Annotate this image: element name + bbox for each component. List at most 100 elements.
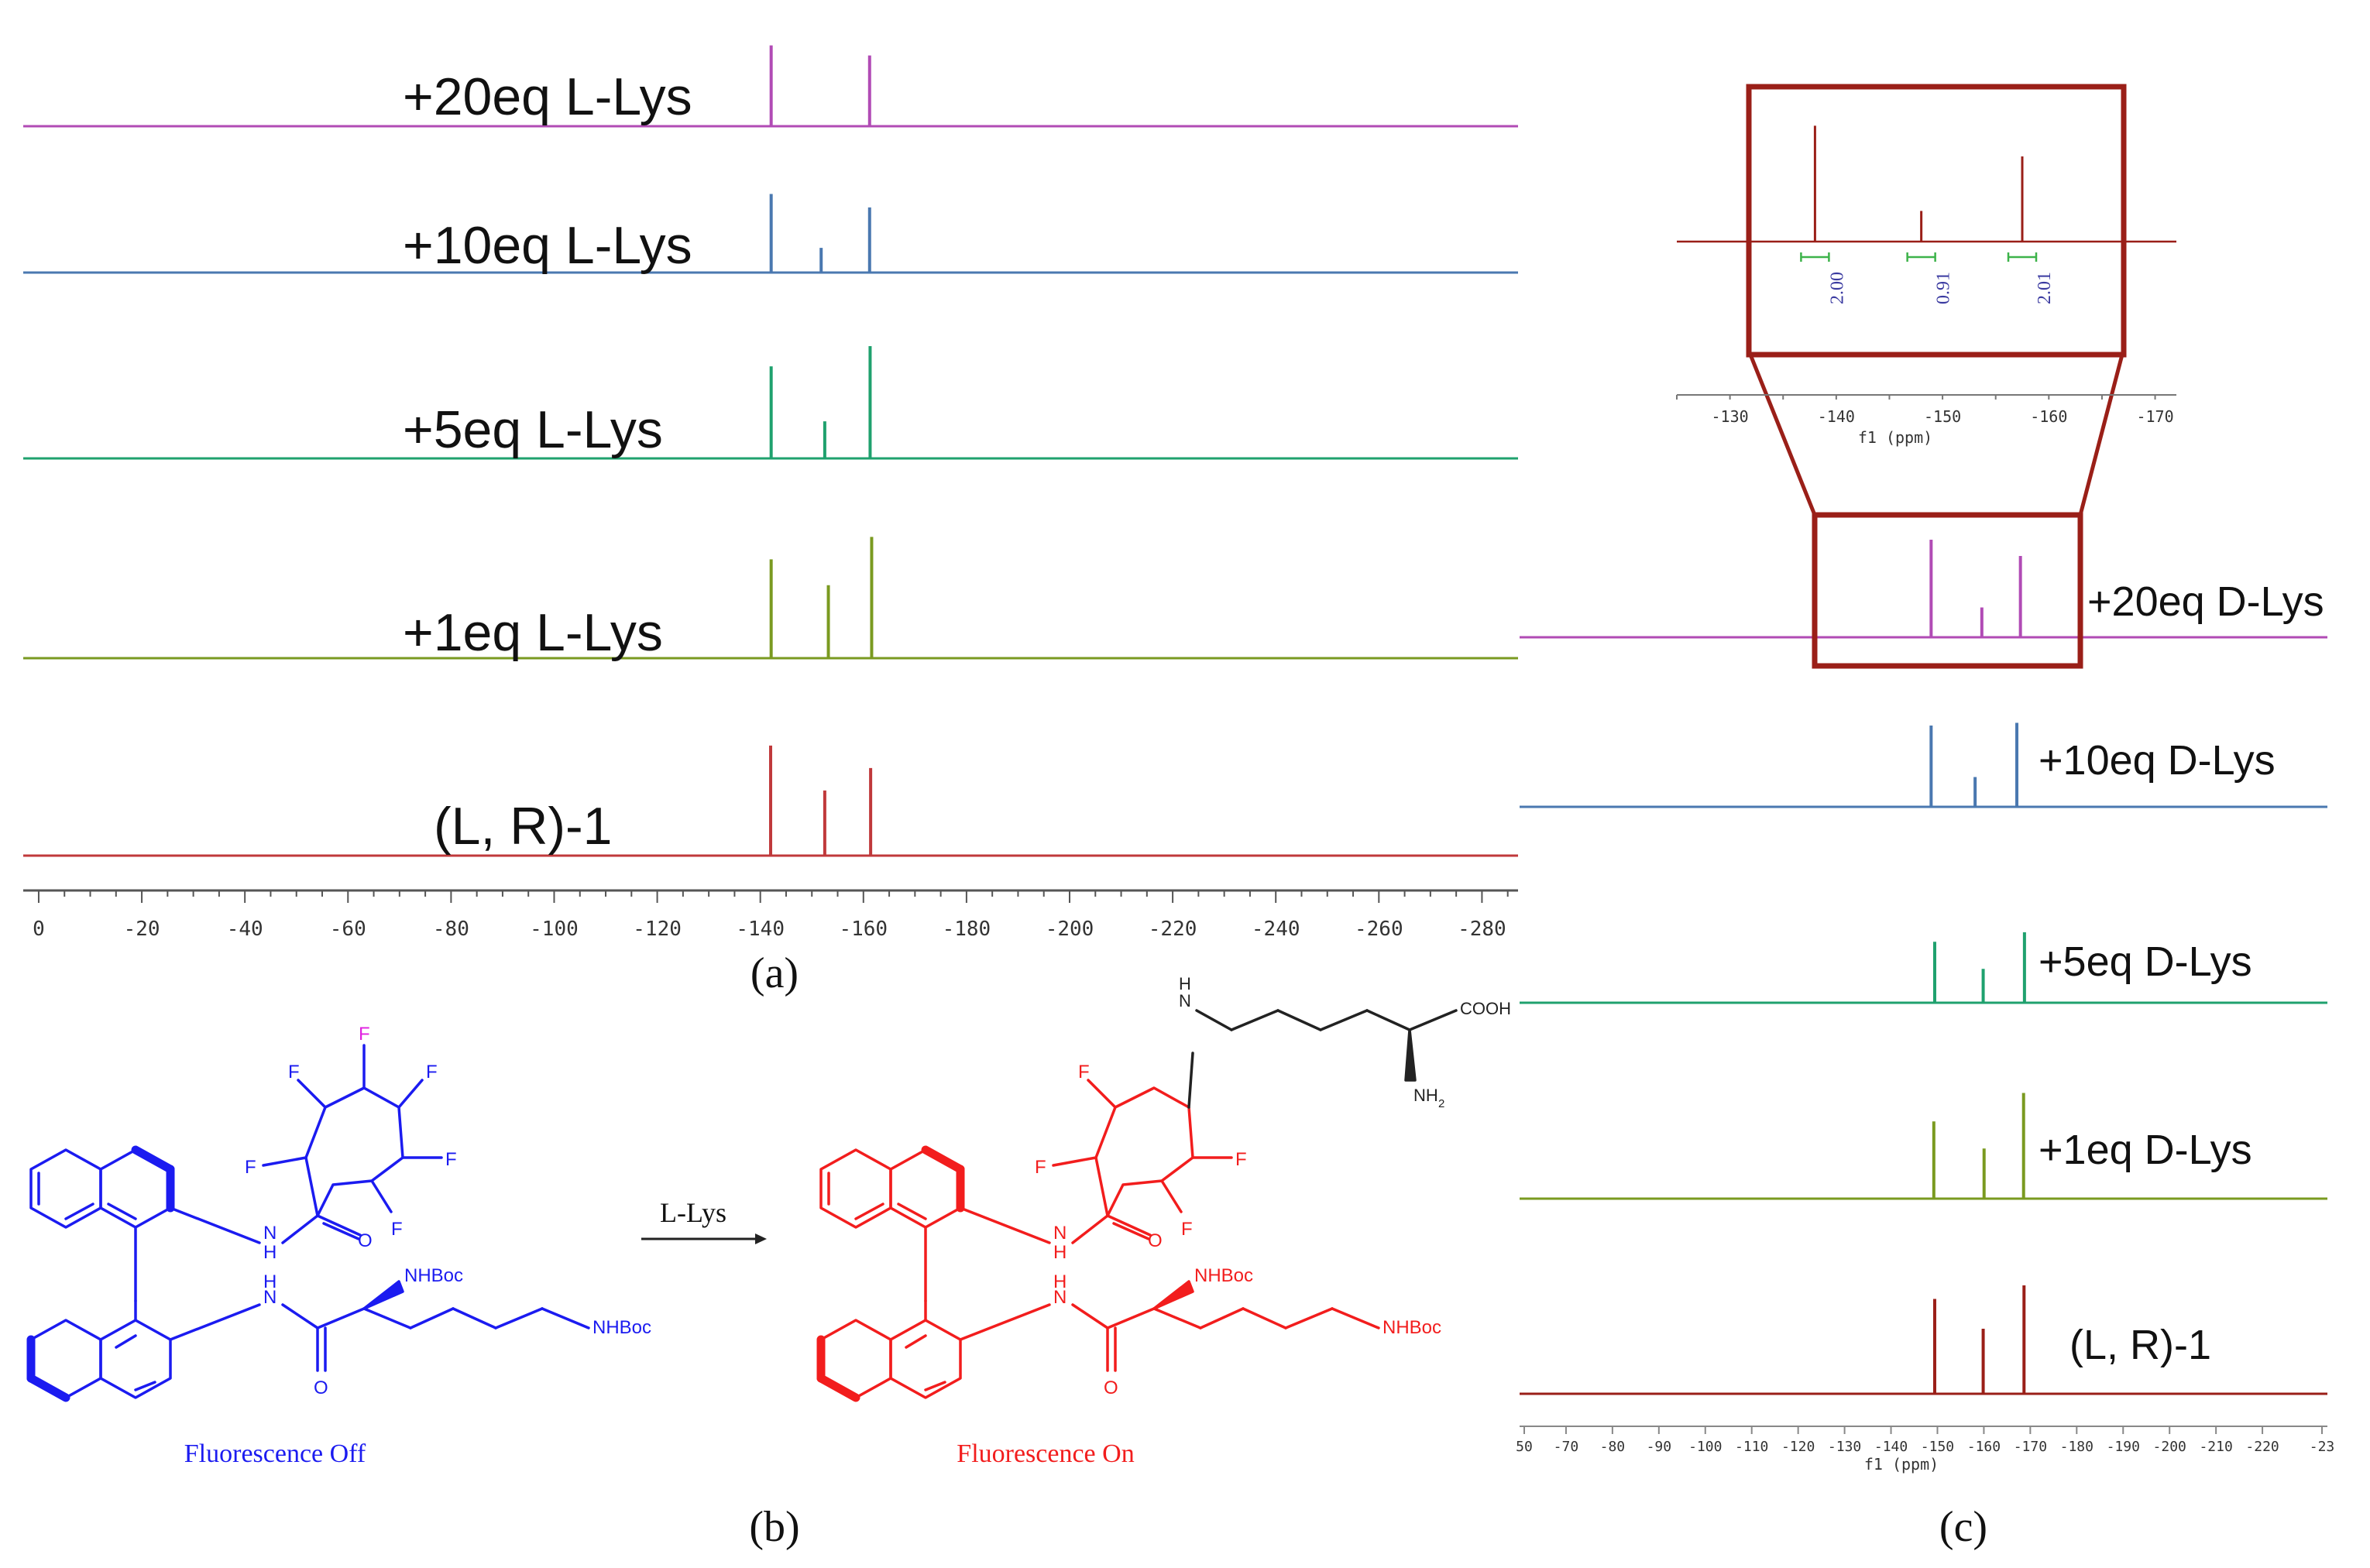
c-x-ticks: 50-70-80-90-100-110-120-130-140-150-160-…: [1516, 1426, 2334, 1455]
c-tick-label-10: -160: [1967, 1439, 2001, 1455]
c-tick-label-9: -150: [1921, 1439, 1954, 1455]
atom-l-n: N: [1179, 991, 1191, 1010]
inset-integral-value-0: 2.00: [1827, 272, 1847, 304]
a-tick-label-1: -20: [124, 918, 160, 941]
c-tick-label-0: 50: [1516, 1439, 1533, 1455]
c-series-label-5eq: +5eq D-Lys: [2039, 938, 2252, 985]
inset-integral-bracket-2: [2007, 252, 2038, 262]
inset-tick-label-1: -140: [1818, 407, 1855, 426]
panel-b-scheme: F F F F F F N H O N H O NHBoc NHBoc Fluo…: [26, 974, 1511, 1551]
inset-integral-value-2: 2.01: [2035, 272, 2055, 304]
molecule-fluorescence-off: [26, 1044, 590, 1402]
atom-f-1: F: [288, 1062, 300, 1083]
zoom-connector-right: [2078, 354, 2124, 516]
inset-tick-label-0: -130: [1712, 407, 1749, 426]
atom-f-6: F: [391, 1219, 403, 1240]
panel-label-b: (b): [749, 1503, 799, 1551]
a-tick-label-10: -200: [1046, 918, 1094, 941]
a-tick-label-3: -60: [330, 918, 366, 941]
inset-integral-bracket-0: [1800, 252, 1830, 262]
atom-h-1: H: [263, 1242, 276, 1263]
molecule-left-atoms: F F F F F F N H O N H O NHBoc NHBoc: [245, 1024, 651, 1398]
c-tick-label-17: -23: [2310, 1439, 2335, 1455]
a-series-label-20eq: +20eq L-Lys: [403, 67, 692, 126]
zoom-connector-left: [1748, 354, 1817, 516]
c-tick-label-8: -140: [1874, 1439, 1908, 1455]
atom-f-5: F: [245, 1157, 256, 1178]
atom-r-f-2: F: [1235, 1149, 1247, 1170]
atom-nhboc-2: NHBoc: [592, 1317, 651, 1338]
atom-r-o-2: O: [1104, 1378, 1118, 1398]
a-tick-label-12: -240: [1252, 918, 1300, 941]
atom-r-n-1: N: [1053, 1223, 1066, 1244]
a-tick-label-0: 0: [33, 918, 45, 941]
c-tick-label-2: -80: [1600, 1439, 1626, 1455]
c-series-label-1eq: +1eq D-Lys: [2039, 1127, 2252, 1173]
panel-label-c: (c): [1939, 1503, 1987, 1551]
c-tick-label-11: -170: [2014, 1439, 2047, 1455]
molecule-right-atoms: F F F F N H O N H O NHBoc NHBoc: [1035, 1062, 1441, 1398]
atom-l-h: H: [1179, 974, 1191, 993]
a-tick-label-6: -120: [633, 918, 682, 941]
atom-n-1: N: [263, 1223, 276, 1244]
a-series-label-lr1: (L, R)-1: [434, 797, 612, 856]
inset-x-axis-label: f1 (ppm): [1858, 428, 1932, 447]
atom-r-f-4: F: [1181, 1219, 1193, 1240]
atom-f-3: F: [426, 1062, 438, 1083]
atom-r-f-3: F: [1035, 1157, 1046, 1178]
c-tick-label-6: -120: [1781, 1439, 1815, 1455]
inset-x-ticks: -130-140-150-160-170: [1676, 395, 2174, 426]
atom-l-cooh: COOH: [1460, 999, 1511, 1018]
atom-o-1: O: [358, 1230, 373, 1251]
caption-fluorescence-off: Fluorescence Off: [184, 1439, 366, 1468]
inset-integral-bracket-1: [1906, 252, 1936, 262]
c-series-label-10eq: +10eq D-Lys: [2039, 737, 2276, 784]
a-tick-label-5: -100: [530, 918, 579, 941]
a-tick-label-11: -220: [1149, 918, 1197, 941]
a-tick-label-8: -160: [839, 918, 888, 941]
c-series-label-20eq: +20eq D-Lys: [2087, 578, 2324, 625]
a-tick-label-2: -40: [227, 918, 263, 941]
a-x-ticks: 0 -20 -40 -60 -80 -100 -120 -140 -160 -180 -200 -22…: [33, 890, 1509, 941]
atom-r-nhboc-1: NHBoc: [1194, 1265, 1253, 1286]
atom-h-2: H: [263, 1271, 276, 1292]
c-tick-label-4: -100: [1688, 1439, 1722, 1455]
c-x-axis-label: f1 (ppm): [1864, 1455, 1939, 1474]
molecule-fluorescence-on: [816, 1052, 1380, 1402]
inset-frame: [1746, 84, 2127, 358]
zoom-region-box: [1812, 512, 2083, 669]
a-tick-label-9: -180: [943, 918, 991, 941]
a-tick-label-7: -140: [736, 918, 785, 941]
atom-l-nh2-sub: 2: [1438, 1097, 1444, 1110]
a-tick-label-4: -80: [433, 918, 469, 941]
atom-r-h-2: H: [1053, 1271, 1066, 1292]
atom-n-2: N: [263, 1287, 276, 1308]
inset-tick-label-2: -150: [1924, 407, 1961, 426]
lysine-sidechain: [1195, 1009, 1458, 1082]
inset-tick-label-4: -170: [2136, 407, 2173, 426]
c-tick-label-13: -190: [2107, 1439, 2140, 1455]
c-tick-label-12: -180: [2060, 1439, 2094, 1455]
c-tick-label-5: -110: [1735, 1439, 1768, 1455]
c-tick-label-1: -70: [1554, 1439, 1579, 1455]
atom-r-f-1: F: [1078, 1062, 1090, 1083]
c-tick-label-7: -130: [1828, 1439, 1861, 1455]
inset-integral-value-1: 0.91: [1934, 272, 1954, 304]
a-tick-label-14: -280: [1458, 918, 1506, 941]
reagent-label: L-Lys: [660, 1197, 726, 1228]
c-tick-label-16: -220: [2245, 1439, 2279, 1455]
a-tick-label-13: -260: [1355, 918, 1403, 941]
a-series-label-5eq: +5eq L-Lys: [403, 400, 663, 459]
reaction-arrowhead: [755, 1233, 767, 1244]
c-tick-label-15: -210: [2199, 1439, 2232, 1455]
caption-fluorescence-on: Fluorescence On: [957, 1439, 1134, 1468]
lysine-atoms: N H COOH NH 2: [1179, 974, 1511, 1110]
atom-r-n-2: N: [1053, 1287, 1066, 1308]
atom-l-nh2: NH: [1413, 1086, 1438, 1105]
a-series-label-10eq: +10eq L-Lys: [403, 216, 692, 275]
panel-label-a: (a): [750, 949, 799, 997]
atom-o-2: O: [314, 1378, 328, 1398]
atom-f-4: F: [445, 1149, 457, 1170]
atom-r-nhboc-2: NHBoc: [1382, 1317, 1441, 1338]
